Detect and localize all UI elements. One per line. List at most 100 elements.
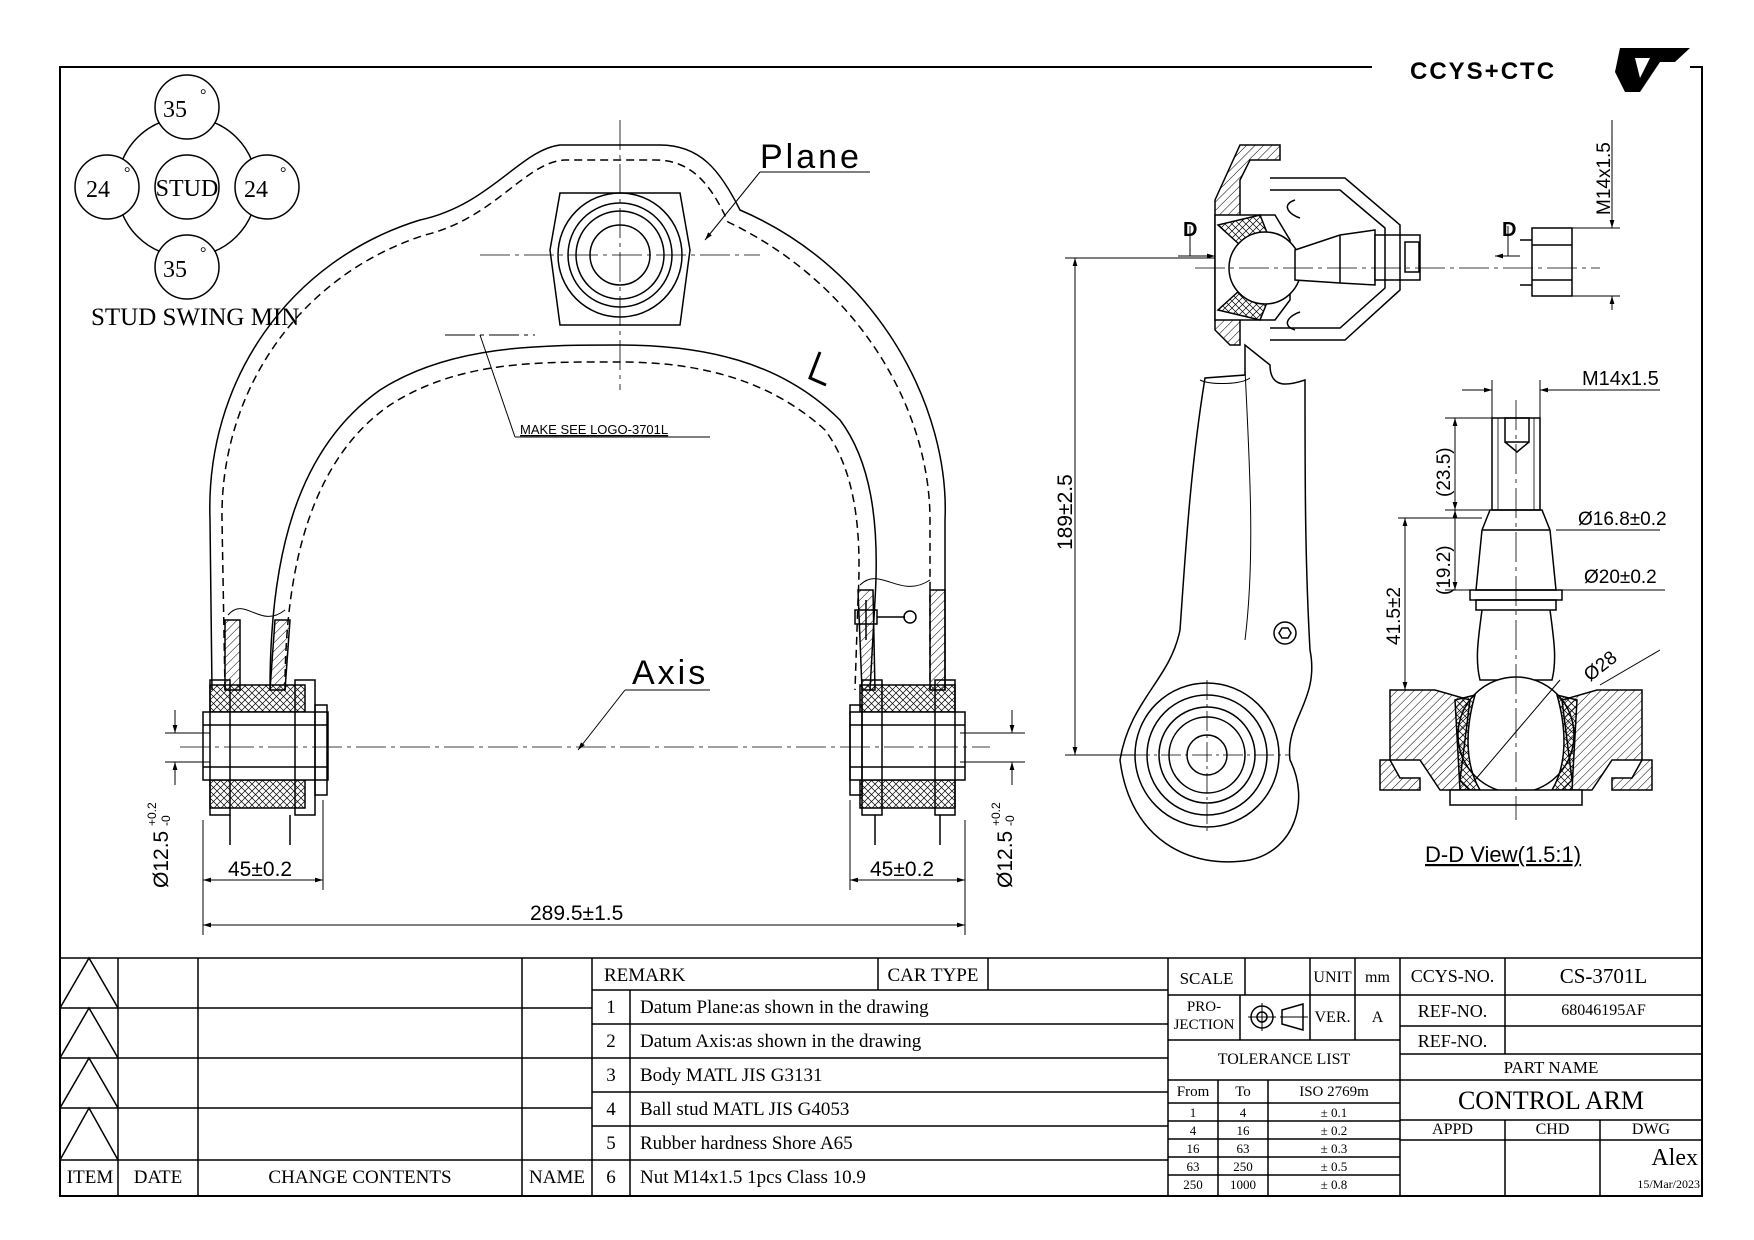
tolerance-to: 1000 bbox=[1230, 1177, 1256, 1192]
dia-1-dimension: Ø16.8±0.2 bbox=[1578, 509, 1667, 530]
remark-no: 6 bbox=[606, 1167, 616, 1188]
swing-right-angle: 24 bbox=[244, 177, 268, 203]
bushing-dia-right-group: Ø12.5 +0.2 -0 bbox=[989, 802, 1017, 888]
bushing-dia-left-group: Ø12.5 +0.2 -0 bbox=[145, 802, 173, 888]
overall-length-dimension: 289.5±1.5 bbox=[530, 902, 623, 925]
stud-thread-dimension: M14x1.5 bbox=[1582, 368, 1659, 390]
part-name-value: CONTROL ARM bbox=[1457, 1086, 1645, 1115]
swing-bottom-angle: 35 bbox=[163, 257, 187, 283]
remark-text: Datum Plane:as shown in the drawing bbox=[640, 997, 929, 1018]
section-mark-left: D bbox=[1183, 219, 1197, 241]
ccys-no-value: CS-3701L bbox=[1559, 964, 1648, 988]
drawing-date: 15/Mar/2023 bbox=[1637, 1177, 1700, 1191]
remark-no: 1 bbox=[606, 997, 616, 1018]
stud-len-2: (19.2) bbox=[1434, 545, 1455, 595]
tolerance-from: 4 bbox=[1189, 1123, 1197, 1138]
bushing-tol-right-upper: +0.2 bbox=[989, 802, 1003, 826]
remark-no: 2 bbox=[606, 1031, 616, 1052]
tolerance-from: 1 bbox=[1189, 1105, 1197, 1120]
company-logo: CCYS+CTC bbox=[1410, 48, 1690, 92]
annotation-leaders bbox=[445, 171, 870, 751]
appd-label: APPD bbox=[1432, 1121, 1473, 1138]
tolerance-header-iso: ISO 2769m bbox=[1299, 1084, 1369, 1100]
logo-note: MAKE SEE LOGO-3701L bbox=[520, 422, 668, 437]
swing-top-degree: ° bbox=[200, 87, 206, 104]
remark-text: Ball stud MATL JIS G4053 bbox=[640, 1099, 850, 1120]
swing-caption: STUD SWING MIN bbox=[91, 304, 299, 331]
bushing-width-left: 45±0.2 bbox=[228, 858, 292, 881]
part-name-label: PART NAME bbox=[1503, 1058, 1599, 1077]
axis-label: Axis bbox=[632, 654, 708, 692]
bushing-width-right: 45±0.2 bbox=[870, 858, 934, 881]
side-view-dimensions bbox=[1065, 120, 1620, 756]
car-type-header: CAR TYPE bbox=[887, 965, 979, 986]
dia-2-dimension: Ø20±0.2 bbox=[1584, 567, 1657, 588]
ball-dia-dimension: Ø28 bbox=[1580, 647, 1621, 686]
projection-label-2: JECTION bbox=[1173, 1017, 1235, 1033]
control-arm-top-view bbox=[209, 120, 946, 691]
height-dimension: 189±2.5 bbox=[1054, 474, 1077, 550]
remark-no: 4 bbox=[606, 1099, 616, 1120]
tolerance-header-to: To bbox=[1235, 1084, 1251, 1100]
remark-no: 3 bbox=[606, 1065, 616, 1086]
ref-no-label-2: REF-NO. bbox=[1417, 1031, 1488, 1051]
bushing-dia-right: Ø12.5 bbox=[994, 831, 1017, 888]
main-view-dimensions bbox=[165, 710, 1025, 935]
tolerance-value: ± 0.2 bbox=[1320, 1123, 1348, 1138]
dd-view-label: D-D View(1.5:1) bbox=[1425, 842, 1581, 867]
tolerance-from: 250 bbox=[1183, 1177, 1203, 1192]
sheet-border bbox=[59, 66, 1703, 1197]
tolerance-from: 16 bbox=[1186, 1141, 1200, 1156]
tolerance-value: ± 0.1 bbox=[1320, 1105, 1348, 1120]
tolerance-value: ± 0.3 bbox=[1320, 1141, 1348, 1156]
stud-len-1-group: (23.5) bbox=[1434, 447, 1455, 497]
bushing-tol-left-lower: -0 bbox=[159, 815, 173, 826]
swing-left-degree: ° bbox=[124, 165, 130, 182]
remark-text: Datum Axis:as shown in the drawing bbox=[640, 1031, 922, 1052]
logo-text: CCYS+CTC bbox=[1410, 58, 1556, 85]
tolerance-to: 250 bbox=[1233, 1159, 1253, 1174]
dwg-label: DWG bbox=[1631, 1121, 1671, 1138]
swing-left-angle: 24 bbox=[86, 177, 110, 203]
ccys-no-label: CCYS-NO. bbox=[1410, 966, 1495, 986]
ver-value: A bbox=[1371, 1009, 1384, 1026]
tolerance-value: ± 0.8 bbox=[1320, 1177, 1348, 1192]
unit-label: UNIT bbox=[1313, 969, 1352, 986]
tolerance-to: 16 bbox=[1236, 1123, 1250, 1138]
stud-len-3-group: 41.5±2 bbox=[1384, 587, 1405, 645]
thread-top-group: M14x1.5 bbox=[1594, 142, 1615, 215]
tolerance-to: 63 bbox=[1236, 1141, 1250, 1156]
remark-text: Rubber hardness Shore A65 bbox=[640, 1133, 853, 1154]
unit-value: mm bbox=[1365, 969, 1390, 986]
tolerance-from: 63 bbox=[1186, 1159, 1200, 1174]
projection-label-1: PRO- bbox=[1186, 999, 1222, 1015]
thread-top-dimension: M14x1.5 bbox=[1594, 142, 1615, 215]
scale-label: SCALE bbox=[1179, 969, 1234, 988]
logo-mark-icon bbox=[1615, 48, 1690, 92]
stud-len-2-group: (19.2) bbox=[1434, 545, 1455, 595]
projection-symbol-icon bbox=[1248, 1003, 1308, 1031]
stud-len-1: (23.5) bbox=[1434, 447, 1455, 497]
ref-no-label-1: REF-NO. bbox=[1417, 1001, 1488, 1021]
bushing-tol-right-lower: -0 bbox=[1003, 815, 1017, 826]
side-view bbox=[1119, 144, 1600, 863]
remark-text: Body MATL JIS G3131 bbox=[640, 1065, 823, 1086]
bushing-tol-left-upper: +0.2 bbox=[145, 802, 159, 826]
right-bushing bbox=[849, 679, 966, 845]
rev-header-date: DATE bbox=[133, 1167, 183, 1188]
swing-right-degree: ° bbox=[280, 165, 286, 182]
ver-label: VER. bbox=[1314, 1009, 1351, 1026]
rev-header-name: NAME bbox=[529, 1167, 585, 1188]
remark-no: 5 bbox=[606, 1133, 616, 1154]
left-bushing bbox=[202, 679, 329, 845]
tolerance-title: TOLERANCE LIST bbox=[1217, 1051, 1351, 1068]
stud-len-3: 41.5±2 bbox=[1384, 587, 1405, 645]
rev-header-item: ITEM bbox=[66, 1167, 114, 1188]
swing-center-label: STUD bbox=[156, 176, 219, 202]
height-dim-group: 189±2.5 bbox=[1054, 474, 1077, 550]
bushing-dia-left: Ø12.5 bbox=[150, 831, 173, 888]
tolerance-header-from: From bbox=[1176, 1084, 1210, 1100]
dd-dimensions bbox=[1398, 380, 1665, 691]
tolerance-to: 4 bbox=[1239, 1105, 1247, 1120]
